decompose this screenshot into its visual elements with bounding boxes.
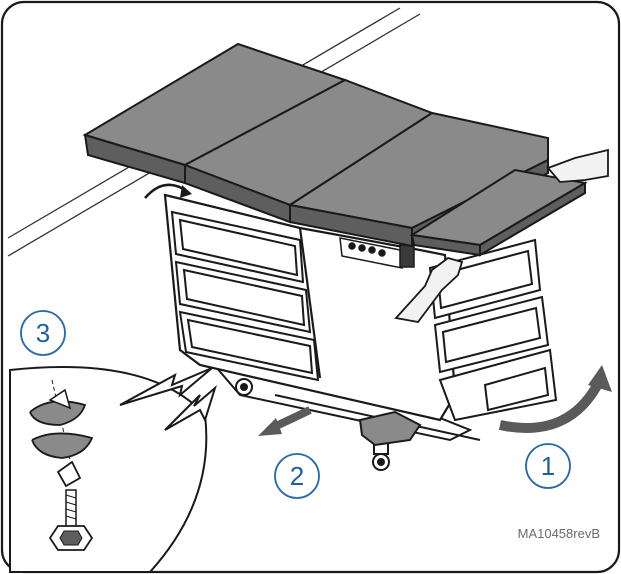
reference-code: MA10458revB [518, 526, 600, 541]
step-callout-2: 2 [275, 454, 319, 498]
step-callout-3: 3 [21, 311, 65, 355]
step-callout-1: 1 [526, 444, 570, 488]
step-1-number: 1 [541, 451, 555, 481]
step-3-number: 3 [36, 318, 50, 348]
step-2-number: 2 [290, 461, 304, 491]
